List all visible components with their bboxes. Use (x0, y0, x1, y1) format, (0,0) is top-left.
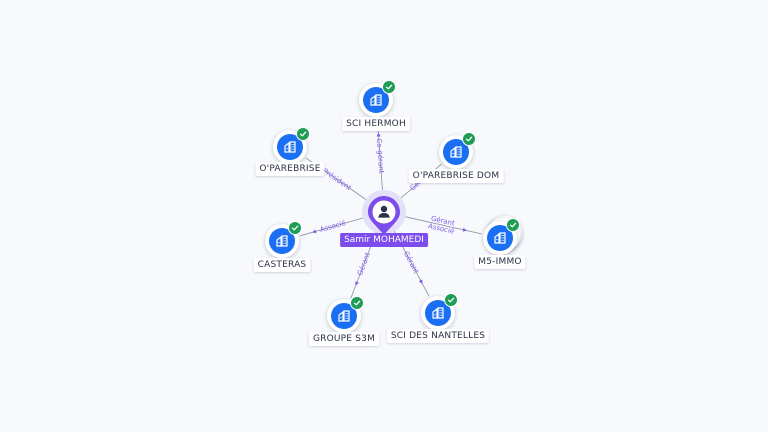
building-icon (450, 146, 462, 158)
person-icon (380, 205, 388, 213)
verified-check-icon (506, 218, 520, 232)
building-icon (370, 94, 382, 106)
company-name-label: O'PAREBRISE DOM (408, 169, 504, 183)
building-icon (338, 310, 350, 322)
company-name-label: GROUPE S3M (308, 332, 380, 346)
verified-check-icon (296, 127, 310, 141)
edge-arrow (418, 279, 423, 284)
person-pin-icon (368, 196, 400, 235)
verified-check-icon (350, 296, 364, 310)
company-bubble (359, 80, 396, 117)
company-bubble (483, 218, 520, 255)
verified-check-icon (382, 80, 396, 94)
verified-check-icon (444, 293, 458, 307)
company-bubble (421, 293, 458, 330)
verified-check-icon (288, 221, 302, 235)
company-bubble (327, 296, 364, 333)
company-name-label: O'PAREBRISE (255, 162, 325, 176)
edge-arrow (355, 281, 359, 286)
edge-arrow (312, 229, 317, 234)
verified-check-icon (462, 132, 476, 146)
building-icon (494, 232, 506, 244)
edge-casteras (300, 217, 363, 237)
edge-role-label: Co-gérant (375, 138, 385, 174)
company-name-label: M5-IMMO (474, 255, 526, 269)
building-icon (331, 303, 357, 329)
company-name-label: CASTERAS (253, 258, 311, 272)
company-name-label: SCI DES NANTELLES (386, 329, 490, 343)
person-name-label: Samir MOHAMEDI (340, 233, 428, 247)
company-bubble (273, 127, 310, 164)
building-icon (432, 307, 444, 319)
edge-m5-immo (405, 216, 482, 235)
building-icon (363, 87, 389, 113)
company-bubble (265, 221, 302, 258)
company-bubble (439, 132, 476, 169)
building-icon (284, 141, 296, 153)
company-name-label: SCI HERMOH (342, 117, 410, 131)
building-icon (276, 235, 288, 247)
